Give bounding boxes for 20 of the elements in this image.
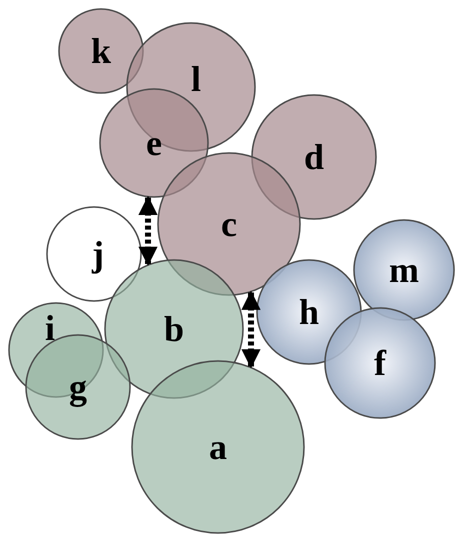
double-arrow [241,290,261,368]
circle-letter: m [389,252,419,288]
circle-letter: i [44,310,55,346]
circle-letter: c [221,206,237,242]
circle-letter: a [209,429,227,465]
circle-node [324,307,436,419]
circle-node [46,206,142,302]
circle-letter: j [92,236,104,272]
circle-letter: d [304,139,324,175]
circle-node [58,8,144,94]
circle-letter: f [374,345,386,381]
circle-letter: e [146,125,162,161]
circle-node [131,360,305,534]
double-arrow [138,196,158,266]
circle-letter: k [90,33,112,69]
circle-letter: l [190,61,201,97]
circle-letter: b [164,311,184,347]
circle-letter: g [69,369,87,405]
circle-node [353,219,455,321]
circle-letter: h [298,294,320,330]
